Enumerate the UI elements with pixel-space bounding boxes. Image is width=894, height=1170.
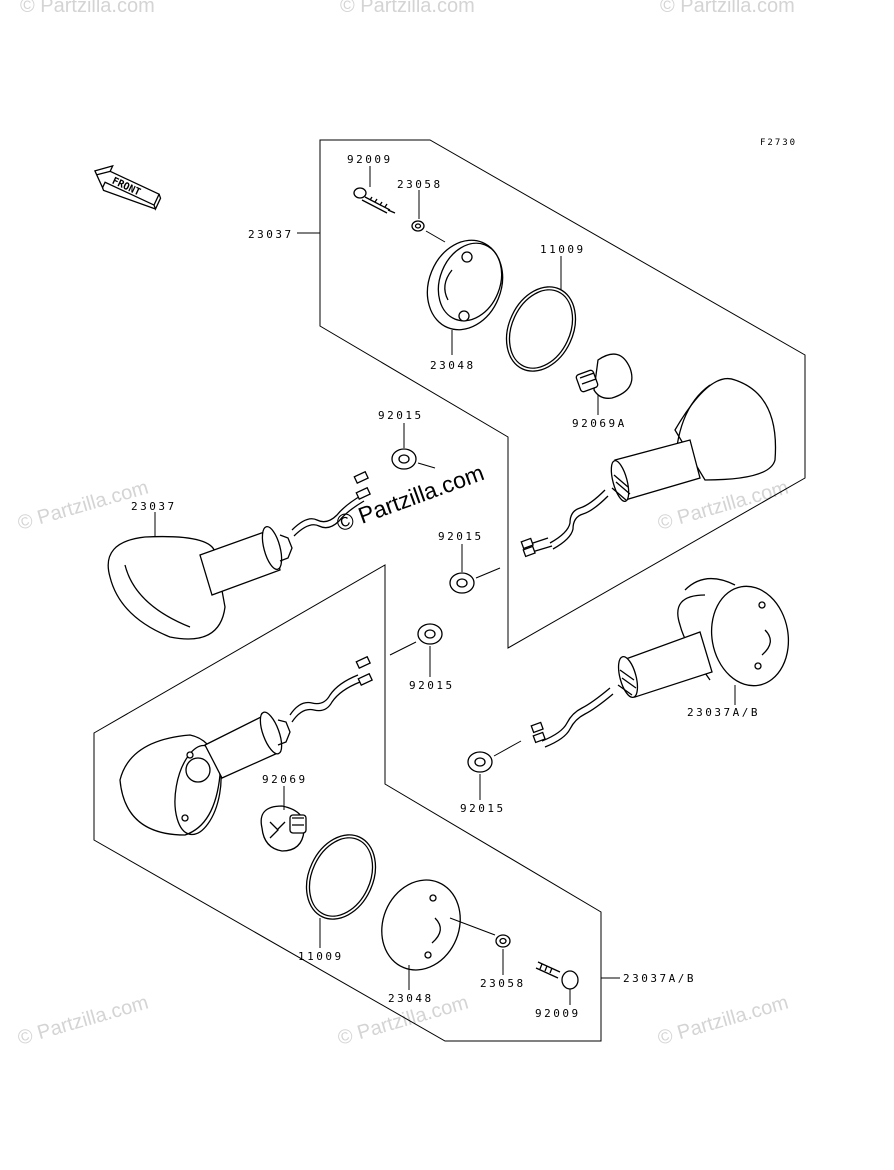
turn-signal-lower-icon	[119, 655, 373, 836]
front-arrow-icon: FRONT	[94, 164, 162, 211]
lower-assembly-outline	[93, 564, 602, 1042]
watermark: © Partzilla.com	[660, 0, 795, 17]
part-label: 92015	[378, 409, 424, 422]
part-label: 23048	[388, 992, 434, 1005]
leader-lines	[154, 166, 736, 1005]
turn-signal-left-icon	[107, 470, 371, 640]
flange-nut-icon	[467, 751, 493, 773]
part-label: 23037A/B	[623, 972, 696, 985]
watermark: © Partzilla.com	[20, 0, 155, 17]
part-label: 92069	[262, 773, 308, 786]
turn-signal-upper-right-icon	[520, 378, 777, 558]
watermark: © Partzilla.com	[15, 992, 151, 1050]
flange-nut-icon	[449, 572, 475, 594]
part-label: 23037	[248, 228, 294, 241]
part-label: 23048	[430, 359, 476, 372]
part-label: 23037	[131, 500, 177, 513]
part-label: 92069A	[572, 417, 627, 430]
part-label: 23058	[397, 178, 443, 191]
part-label: 92009	[347, 153, 393, 166]
gasket-icon	[305, 834, 377, 920]
part-label: 11009	[298, 950, 344, 963]
nut-icon	[411, 220, 425, 232]
part-label: 23037A/B	[687, 706, 760, 719]
figure-code: F2730	[760, 138, 797, 148]
upper-assembly-outline	[319, 139, 806, 649]
lens-housing-icon	[381, 879, 461, 971]
flange-nut-icon	[391, 448, 417, 470]
screw-icon	[353, 187, 396, 214]
gasket-icon	[505, 286, 577, 372]
part-labels: 92009 23058 23037 11009 23048 92069A 920…	[131, 153, 760, 1020]
part-label: 11009	[540, 243, 586, 256]
flange-nut-icon	[417, 623, 443, 645]
screw-icon	[535, 961, 579, 990]
part-label: 92015	[438, 530, 484, 543]
watermark: © Partzilla.com	[655, 992, 791, 1050]
nut-icon	[495, 934, 511, 948]
turn-signal-right-icon	[530, 578, 790, 748]
part-label: 23058	[480, 977, 526, 990]
part-label: 92009	[535, 1007, 581, 1020]
part-label: 92015	[460, 802, 506, 815]
bulb-icon	[575, 353, 633, 399]
part-label: 92015	[409, 679, 455, 692]
lens-housing-icon	[426, 239, 504, 331]
watermark: © Partzilla.com	[340, 0, 475, 17]
bulb-icon	[260, 805, 307, 852]
